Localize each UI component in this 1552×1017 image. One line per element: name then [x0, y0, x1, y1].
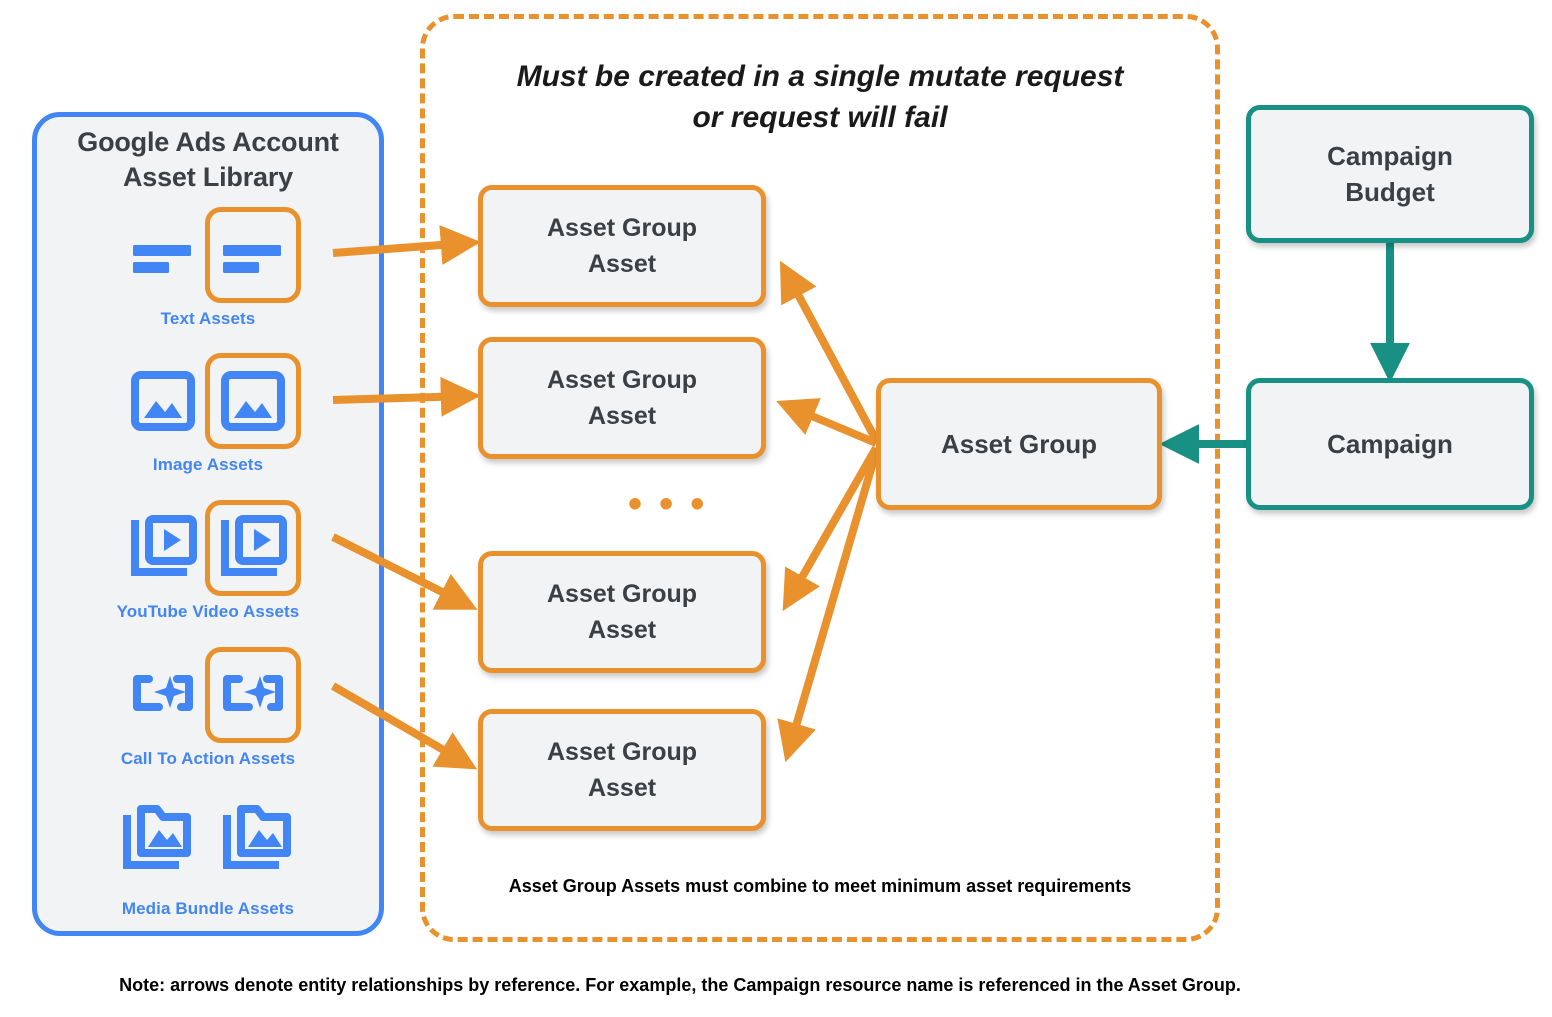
media-bundle-asset-icon — [119, 801, 195, 877]
asset-group-asset-line2: Asset — [587, 402, 657, 430]
mutate-panel-footnote: Asset Group Assets must combine to meet … — [508, 876, 1132, 896]
youtube-video-asset-highlight-box — [205, 500, 301, 596]
asset-group-node[interactable]: Asset Group — [876, 378, 1162, 510]
asset-row-image[interactable]: Image Assets — [37, 353, 379, 474]
image-asset-icon — [125, 363, 201, 439]
text-asset-icon — [215, 217, 291, 293]
asset-group-asset-node[interactable]: Asset Group Asset — [478, 551, 766, 673]
asset-caption-media-bundle: Media Bundle Assets — [121, 899, 295, 918]
asset-caption-cta: Call To Action Assets — [120, 749, 296, 768]
call-to-action-asset-icon — [215, 657, 291, 733]
asset-library-panel: Google Ads Account Asset Library — [32, 112, 384, 936]
text-asset-highlight-box — [205, 207, 301, 303]
asset-library-title-line2: Asset Library — [123, 161, 293, 192]
ellipsis-indicator: • • • — [628, 482, 708, 526]
asset-group-asset-line2: Asset — [587, 616, 657, 644]
asset-group-asset-node[interactable]: Asset Group Asset — [478, 185, 766, 307]
image-asset-icon — [215, 363, 291, 439]
footer-note: Note: arrows denote entity relationships… — [119, 975, 1241, 995]
campaign-budget-line2: Budget — [1345, 177, 1435, 207]
asset-group-asset-line1: Asset Group — [546, 738, 698, 766]
call-to-action-asset-highlight-box — [205, 647, 301, 743]
asset-caption-image: Image Assets — [152, 455, 264, 474]
asset-row-cta[interactable]: Call To Action Assets — [37, 647, 379, 768]
text-asset-icon — [125, 217, 201, 293]
campaign-node[interactable]: Campaign — [1246, 378, 1534, 510]
asset-group-asset-line1: Asset Group — [546, 366, 698, 394]
mutate-heading-line1: Must be created in a single mutate reque… — [516, 60, 1124, 93]
asset-group-label: Asset Group — [940, 428, 1098, 459]
mutate-heading-line2: or request will fail — [692, 101, 948, 135]
campaign-label: Campaign — [1327, 428, 1453, 459]
icon-pair-image — [37, 353, 379, 449]
mutate-panel-heading: Must be created in a single mutate reque… — [440, 56, 1200, 139]
asset-library-title: Google Ads Account Asset Library — [37, 125, 379, 194]
asset-row-text[interactable]: Text Assets — [37, 207, 379, 328]
asset-group-asset-node[interactable]: Asset Group Asset — [478, 337, 766, 459]
campaign-budget-line1: Campaign — [1327, 140, 1453, 171]
asset-caption-text: Text Assets — [160, 309, 256, 328]
asset-group-asset-line1: Asset Group — [546, 580, 698, 608]
asset-row-youtube[interactable]: YouTube Video Assets — [37, 500, 379, 621]
icon-pair-text — [37, 207, 379, 303]
asset-group-asset-line1: Asset Group — [546, 214, 698, 242]
icon-pair-cta — [37, 647, 379, 743]
icon-pair-media-bundle — [37, 793, 379, 885]
image-asset-highlight-box — [205, 353, 301, 449]
campaign-budget-node[interactable]: Campaign Budget — [1246, 105, 1534, 243]
icon-pair-youtube — [37, 500, 379, 596]
asset-caption-youtube: YouTube Video Assets — [116, 602, 300, 621]
media-bundle-asset-icon — [219, 801, 295, 877]
call-to-action-asset-icon — [125, 657, 201, 733]
youtube-video-asset-icon — [215, 510, 291, 586]
asset-group-asset-line2: Asset — [587, 774, 657, 802]
asset-row-media-bundle[interactable]: Media Bundle Assets — [37, 793, 379, 918]
asset-group-asset-node[interactable]: Asset Group Asset — [478, 709, 766, 831]
asset-library-title-line1: Google Ads Account — [77, 127, 339, 157]
youtube-video-asset-icon — [125, 510, 201, 586]
asset-group-asset-line2: Asset — [587, 250, 657, 278]
